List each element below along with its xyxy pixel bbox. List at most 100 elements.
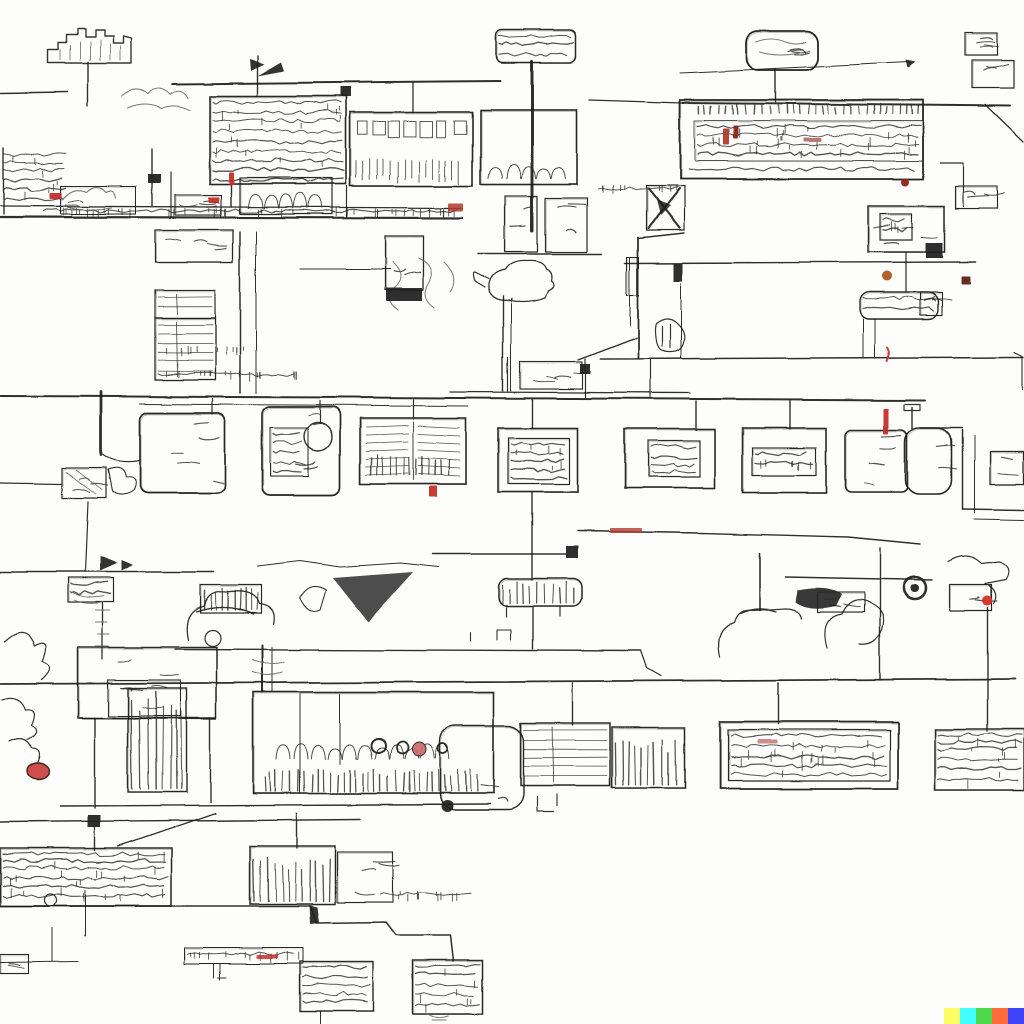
scribble-stroke <box>198 203 216 206</box>
scribble-stroke <box>179 204 198 208</box>
module-box-ghost <box>140 413 226 494</box>
scribble-stroke <box>175 321 178 377</box>
scribble-stroke <box>212 99 342 105</box>
scribble-stroke <box>983 67 997 71</box>
scribble-stroke <box>79 477 90 480</box>
scribble-stroke <box>634 744 636 786</box>
scribble-stroke <box>920 237 938 239</box>
scribble-stroke <box>417 473 461 477</box>
scribble-stroke <box>820 105 824 115</box>
scribble-stroke <box>730 763 888 769</box>
red-accent-mark <box>961 276 970 284</box>
scribble-stroke <box>272 432 301 437</box>
module-box-ghost <box>155 231 234 263</box>
scribble-stroke <box>688 166 915 172</box>
red-accent-mark <box>757 740 777 744</box>
scribble-stroke <box>967 195 989 198</box>
scribble-stroke <box>439 459 442 476</box>
connector-line <box>589 99 684 104</box>
scribble-stroke <box>263 195 278 209</box>
scribble-stroke <box>310 744 326 760</box>
scribble-stroke <box>64 203 79 206</box>
module-box-ghost <box>955 187 998 209</box>
connector-line <box>0 961 79 964</box>
connector-line <box>0 215 464 220</box>
scribble-stroke <box>885 106 888 115</box>
scribble-stroke <box>498 52 568 58</box>
module-box-ghost <box>240 179 333 215</box>
scribble-stroke <box>161 706 164 790</box>
scribble-stroke <box>910 104 913 115</box>
connector-line <box>84 501 89 573</box>
scribble-stroke <box>207 243 228 247</box>
scribble-stroke <box>413 770 416 792</box>
scribble-stroke <box>936 444 955 447</box>
scribble-stroke <box>730 733 882 739</box>
scribble-stroke <box>650 469 696 475</box>
scribble-stroke <box>72 488 91 493</box>
scribble-stroke <box>430 771 433 792</box>
left-curls <box>1 632 51 763</box>
module-box-ghost <box>253 693 495 794</box>
scribble-stroke <box>937 732 1023 738</box>
scribble-stroke <box>417 457 461 461</box>
scribble-stroke <box>863 482 874 486</box>
connector-line <box>637 232 685 239</box>
scribble-stroke <box>365 449 409 452</box>
scribble-stroke <box>252 858 255 902</box>
scribble-stroke <box>365 425 409 428</box>
scribble-stroke <box>937 756 1018 762</box>
scribble-stroke <box>652 740 656 786</box>
module-box-ghost <box>880 215 913 241</box>
scribble-stroke <box>905 103 908 115</box>
scribble-stroke <box>372 860 396 863</box>
red-accent-mark <box>884 408 889 434</box>
scribble-stroke <box>2 883 165 889</box>
module-box-ghost <box>175 196 222 216</box>
scribble-stroke <box>937 739 1023 745</box>
scribble-stroke <box>194 239 209 243</box>
red-accent-mark <box>803 138 821 142</box>
scribble-stroke <box>862 295 935 301</box>
right-machinery <box>947 555 1010 605</box>
scribble-stroke <box>303 770 306 792</box>
scribble-stroke <box>205 205 218 208</box>
connector-line <box>59 803 491 807</box>
module-box-ghost <box>440 727 525 811</box>
module-box-ghost <box>905 428 952 495</box>
red-accent-mark <box>208 197 219 203</box>
scribble-stroke <box>370 457 373 476</box>
scribble-stroke <box>754 451 807 457</box>
line-arrowhead <box>906 60 916 68</box>
glyph-box <box>453 120 467 135</box>
bulb-shape <box>654 317 685 353</box>
module-box-ghost <box>262 407 341 496</box>
red-accent-mark <box>448 203 463 211</box>
scribble-stroke <box>311 773 314 792</box>
flag-left <box>100 556 118 571</box>
glyph-box <box>403 120 417 137</box>
connector-line <box>984 104 1024 143</box>
scribble-stroke <box>791 103 794 115</box>
module-box-ghost <box>0 849 173 907</box>
module-box-ghost <box>250 847 336 905</box>
scribble-stroke <box>415 971 476 975</box>
scribble-stroke <box>510 467 566 473</box>
vessel-spout <box>472 272 490 289</box>
red-accent-mark <box>229 172 234 185</box>
scribble-stroke <box>510 441 566 446</box>
scribble-stroke <box>212 149 342 154</box>
scribble-stroke <box>212 139 343 145</box>
red-accent-mark <box>983 596 993 606</box>
scribble-stroke <box>420 455 423 476</box>
knob-circle <box>370 738 386 754</box>
module-box-ghost <box>627 258 640 296</box>
scribble-stroke <box>212 157 344 163</box>
scribble-stroke <box>357 745 373 760</box>
scribble-stroke <box>157 372 295 377</box>
connector-line <box>599 356 1024 360</box>
scribble-stroke <box>169 705 172 790</box>
knob-circle <box>902 575 928 601</box>
